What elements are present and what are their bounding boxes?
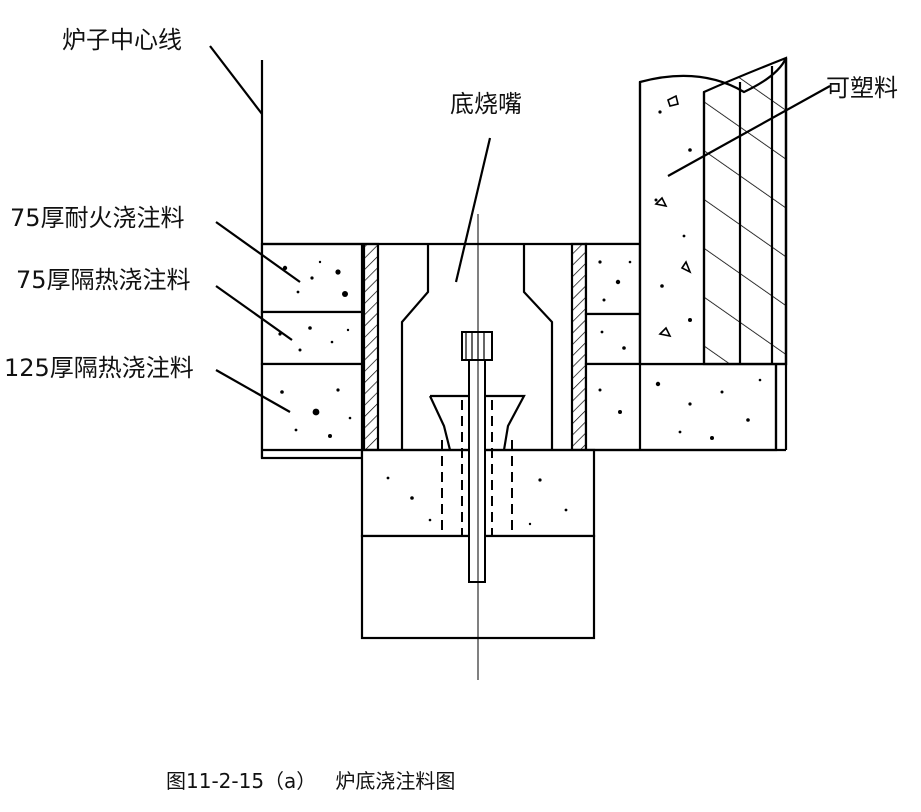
label-burner: 底烧嘴 [450,90,522,118]
label-layer2: 75厚隔热浇注料 [16,266,191,294]
layer-refractory-castable-right [584,242,642,316]
layer-insulating-castable-75-left [260,310,364,366]
burner-bolt-head [461,331,493,361]
steel-shell-left [362,242,380,452]
plastic-hatched-band [702,56,788,366]
leader-centerline [209,45,263,115]
burner-stem [468,359,486,583]
leader-layer2 [215,285,293,341]
layer-insulating-castable-125-left [260,362,364,460]
layer-insulating-castable-75-right [584,312,642,366]
label-centerline: 炉子中心线 [62,26,182,54]
steel-shell-right [570,242,588,452]
leader-plastic [667,85,831,177]
label-plastic: 可塑料 [826,74,898,102]
label-layer3: 125厚隔热浇注料 [4,354,194,382]
leader-burner [454,137,492,283]
burner-nozzle-body [400,244,554,450]
leader-layer3 [215,369,291,413]
leader-layer1 [215,221,301,283]
label-layer1: 75厚耐火浇注料 [10,204,185,232]
castable-speckles [278,110,762,526]
layer-insulating-castable-125-right [584,362,778,452]
figure-caption: 图11-2-15（a） 炉底浇注料图 [166,769,455,793]
